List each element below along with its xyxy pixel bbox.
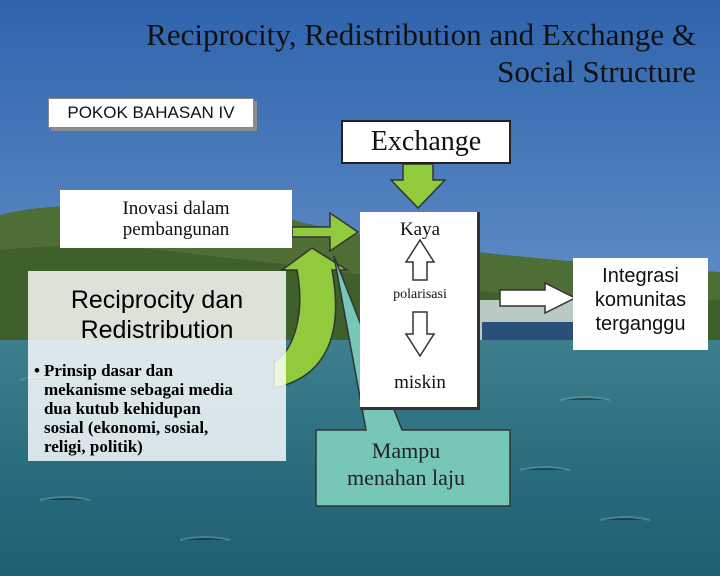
- topic-tag: POKOK BAHASAN IV: [48, 98, 254, 128]
- bullet-line: dua kutub kehidupan: [43, 399, 201, 418]
- inovasi-box: Inovasi dalam pembangunan: [60, 190, 292, 248]
- title-line-1: Reciprocity, Redistribution and Exchange…: [146, 17, 696, 52]
- bullet-marker: •: [34, 361, 40, 380]
- bullet-line: Prinsip dasar dan: [43, 361, 174, 380]
- kaya-label: Kaya: [399, 219, 441, 240]
- bullet-line: religi, politik): [43, 437, 143, 456]
- title-line-2: Social Structure: [497, 54, 696, 89]
- slide-title: Reciprocity, Redistribution and Exchange…: [36, 16, 696, 90]
- reciprocity-title-line-2: Redistribution: [80, 316, 234, 344]
- callout-text: Mampu menahan laju: [320, 437, 492, 491]
- up-arrow: [404, 238, 436, 281]
- reciprocity-title: Reciprocity dan Redistribution: [28, 285, 286, 345]
- reciprocity-bullet: • Prinsip dasar dan mekanisme sebagai me…: [28, 361, 286, 456]
- integrasi-line-2: komunitas: [594, 289, 687, 311]
- reciprocity-title-line-1: Reciprocity dan: [70, 286, 244, 314]
- inovasi-right-arrow: [291, 211, 360, 253]
- callout-line-1: Mampu: [371, 438, 441, 463]
- down-arrow: [404, 311, 436, 358]
- inovasi-line-1: Inovasi dalam: [122, 198, 230, 219]
- inovasi-line-2: pembangunan: [122, 219, 230, 240]
- exchange-box: Exchange: [341, 120, 511, 164]
- reciprocity-box: Reciprocity dan Redistribution • Prinsip…: [28, 271, 286, 461]
- bullet-line: mekanisme sebagai media: [43, 380, 233, 399]
- exchange-down-arrow: [389, 163, 447, 210]
- polarisasi-label: polarisasi: [393, 287, 447, 302]
- curved-return-arrow: [273, 247, 350, 389]
- integrasi-line-3: terganggu: [595, 313, 686, 335]
- callout-line-2: menahan laju: [347, 465, 465, 490]
- integrasi-line-1: Integrasi: [602, 265, 679, 287]
- miskin-label: miskin: [394, 372, 446, 393]
- bullet-text: Prinsip dasar dan mekanisme sebagai medi…: [44, 361, 233, 456]
- integrasi-box: Integrasi komunitas terganggu: [573, 258, 708, 350]
- integrasi-arrow: [499, 281, 577, 315]
- bullet-line: sosial (ekonomi, sosial,: [43, 418, 209, 437]
